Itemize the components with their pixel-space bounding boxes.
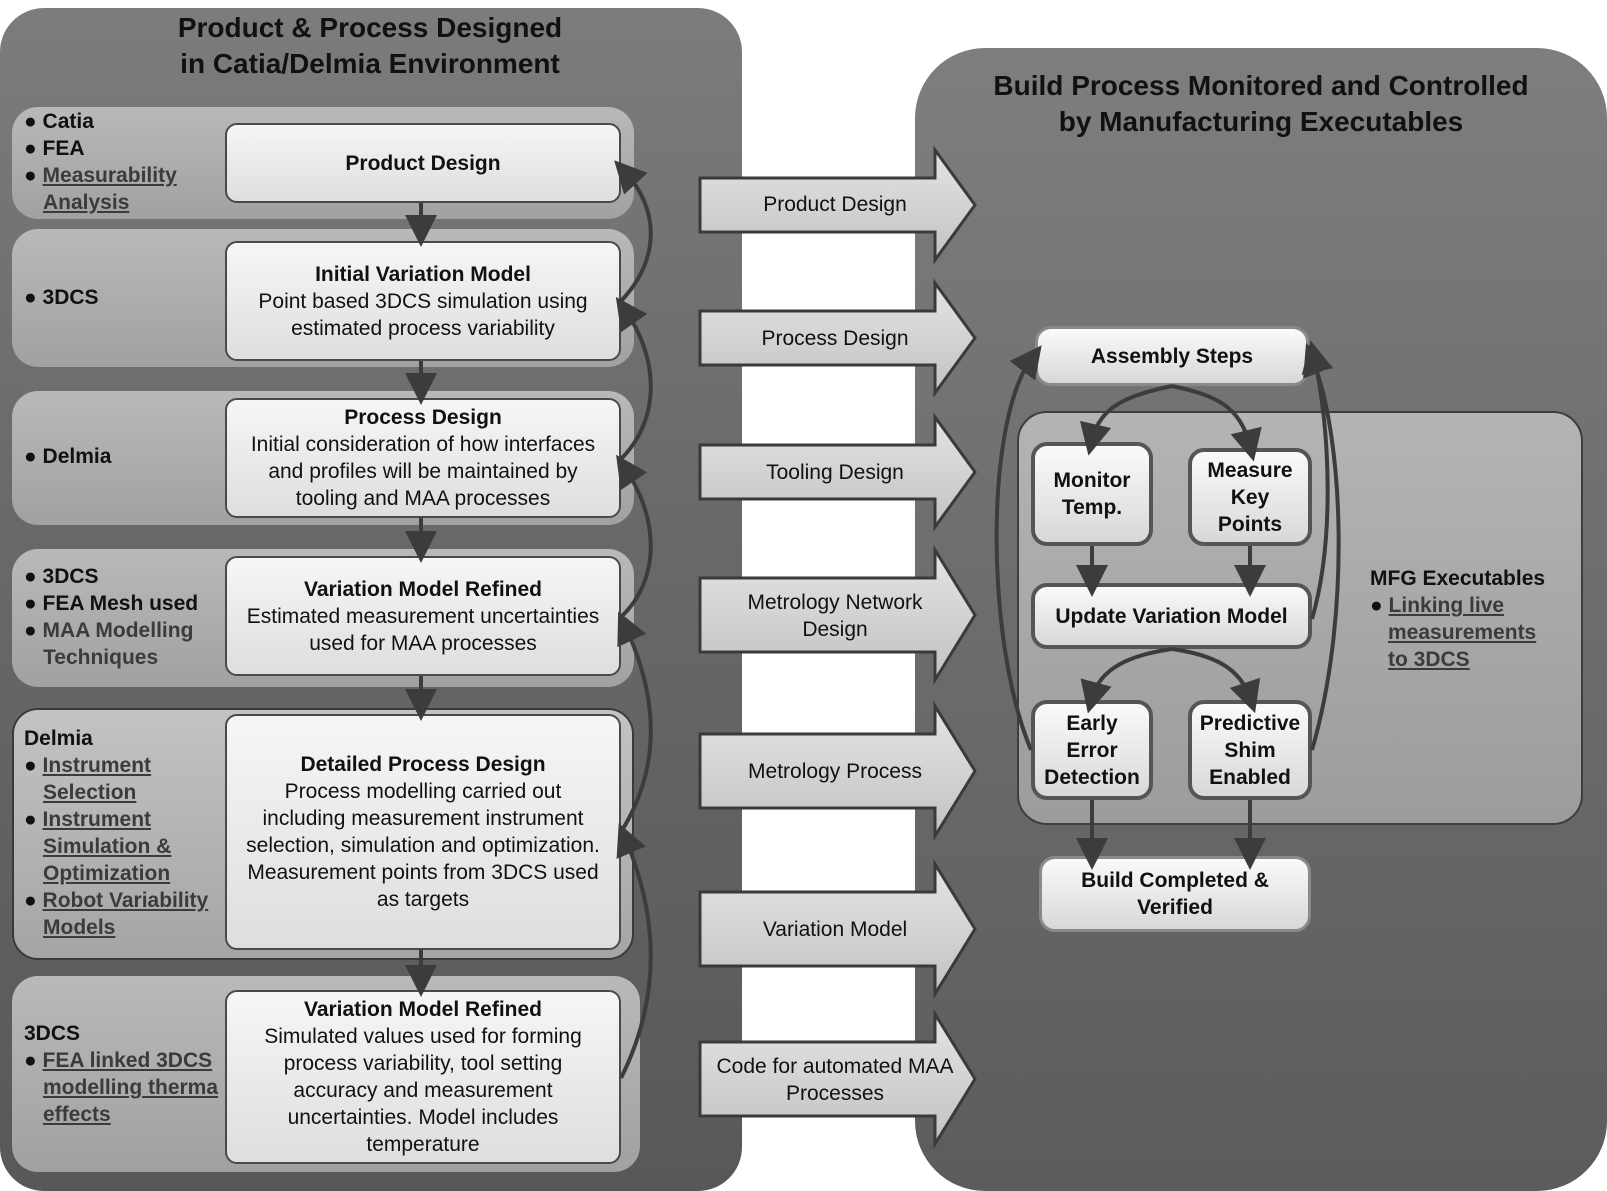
branch-arrow bbox=[1171, 384, 1262, 462]
tool-link[interactable]: ● Measurability bbox=[24, 164, 177, 187]
transfer-arrow-7 bbox=[698, 1008, 977, 1150]
transfer-arrow-5 bbox=[698, 700, 977, 842]
transfer-arrow-3 bbox=[698, 412, 977, 532]
tool-list-5: Delmia ● Instrument Selection ● Instrume… bbox=[24, 725, 208, 941]
monitor-temp-box: Monitor Temp. bbox=[1031, 442, 1153, 546]
mfg-executables-list: MFG Executables ● Linking live measureme… bbox=[1370, 565, 1545, 673]
tool-list-3: ● Delmia bbox=[24, 443, 111, 470]
tool-item: ● FEA Mesh used bbox=[24, 592, 199, 615]
detailed-process-design-box: Detailed Process Design Process modellin… bbox=[225, 714, 621, 950]
tool-link[interactable]: modelling therma bbox=[43, 1076, 219, 1099]
tool-item: ● FEA bbox=[24, 137, 85, 160]
early-error-detection-box: Early Error Detection bbox=[1031, 700, 1153, 800]
transfer-arrows bbox=[698, 145, 977, 1150]
transfer-arrow-6 bbox=[698, 858, 977, 1000]
tool-heading: Delmia bbox=[24, 727, 93, 750]
branch-arrow bbox=[1171, 647, 1261, 714]
tool-item: ● Delmia bbox=[24, 445, 112, 468]
feedback-arrow bbox=[616, 454, 653, 619]
tool-link[interactable]: Selection bbox=[43, 781, 137, 804]
mfg-executables-title: MFG Executables bbox=[1370, 567, 1546, 590]
tool-item: ● Catia bbox=[24, 110, 94, 133]
right-connectors bbox=[994, 340, 1341, 870]
transfer-arrow-1 bbox=[698, 145, 977, 265]
tool-heading: 3DCS bbox=[24, 1022, 81, 1045]
transfer-label-tooling-design: Tooling Design bbox=[766, 461, 904, 484]
tool-link[interactable]: effects bbox=[43, 1103, 111, 1126]
mfg-link[interactable]: to 3DCS bbox=[1388, 648, 1470, 671]
transfer-label-metrology-network-design: Metrology Network Design bbox=[747, 591, 923, 641]
tool-link[interactable]: ● FEA linked 3DCS bbox=[24, 1049, 213, 1072]
loop-arrow bbox=[1303, 343, 1341, 751]
tool-item: ● 3DCS bbox=[24, 565, 99, 588]
predictive-shim-box: Predictive Shim Enabled bbox=[1188, 700, 1312, 800]
tool-link[interactable]: Simulation & bbox=[43, 835, 172, 858]
assembly-steps-box: Assembly Steps bbox=[1035, 326, 1309, 386]
tool-link[interactable]: ● Robot Variability bbox=[24, 889, 209, 912]
tool-item: ● 3DCS bbox=[24, 286, 99, 309]
tool-item: ● MAA Modelling bbox=[24, 619, 194, 642]
feedback-arrow bbox=[614, 160, 653, 303]
tool-list-6: 3DCS ● FEA linked 3DCS modelling therma … bbox=[24, 1020, 224, 1128]
transfer-arrow-4 bbox=[698, 544, 977, 686]
tool-item: Techniques bbox=[43, 646, 159, 669]
feedback-arrow bbox=[616, 823, 653, 1079]
tool-link[interactable]: Models bbox=[43, 916, 116, 939]
mfg-link[interactable]: ● Linking live bbox=[1370, 594, 1505, 617]
branch-arrow bbox=[1080, 647, 1173, 714]
right-panel-title: Build Process Monitored and Controlled b… bbox=[993, 70, 1529, 137]
feedback-arrow bbox=[615, 296, 653, 461]
branch-arrow bbox=[1079, 384, 1173, 456]
build-completed-box: Build Completed & Verified bbox=[1039, 856, 1311, 932]
left-panel-title: Product & Process Designed in Catia/Delm… bbox=[177, 12, 563, 79]
tool-link[interactable]: ● Instrument bbox=[24, 754, 152, 777]
transfer-label-process-design: Process Design bbox=[761, 327, 909, 350]
transfer-label-product-design: Product Design bbox=[763, 193, 907, 216]
tool-list-4: ● 3DCS ● FEA Mesh used ● MAA Modelling T… bbox=[24, 563, 198, 671]
feedback-arrow bbox=[617, 611, 653, 834]
transfer-label-metrology-process: Metrology Process bbox=[748, 760, 922, 783]
mfg-link[interactable]: measurements bbox=[1388, 621, 1537, 644]
tool-list-1: ● Catia ● FEA ● Measurability Analysis bbox=[24, 108, 177, 216]
transfer-arrow-2 bbox=[698, 278, 977, 398]
loop-arrow bbox=[1301, 340, 1334, 620]
tool-list-2: ● 3DCS bbox=[24, 284, 99, 311]
transfer-label-variation-model: Variation Model bbox=[762, 918, 908, 941]
measure-key-points-box: Measure Key Points bbox=[1188, 448, 1312, 546]
tool-link[interactable]: Analysis bbox=[43, 191, 130, 214]
tool-link[interactable]: Optimization bbox=[43, 862, 171, 885]
product-design-box: Product Design bbox=[225, 123, 621, 203]
loop-arrow bbox=[994, 345, 1042, 751]
process-design-box: Process Design Initial consideration of … bbox=[225, 398, 621, 518]
feedback-curves bbox=[614, 160, 653, 1079]
tool-link[interactable]: ● Instrument bbox=[24, 808, 152, 831]
transfer-label-code-for-automated-maa: Code for automated MAA Processes bbox=[716, 1055, 954, 1105]
